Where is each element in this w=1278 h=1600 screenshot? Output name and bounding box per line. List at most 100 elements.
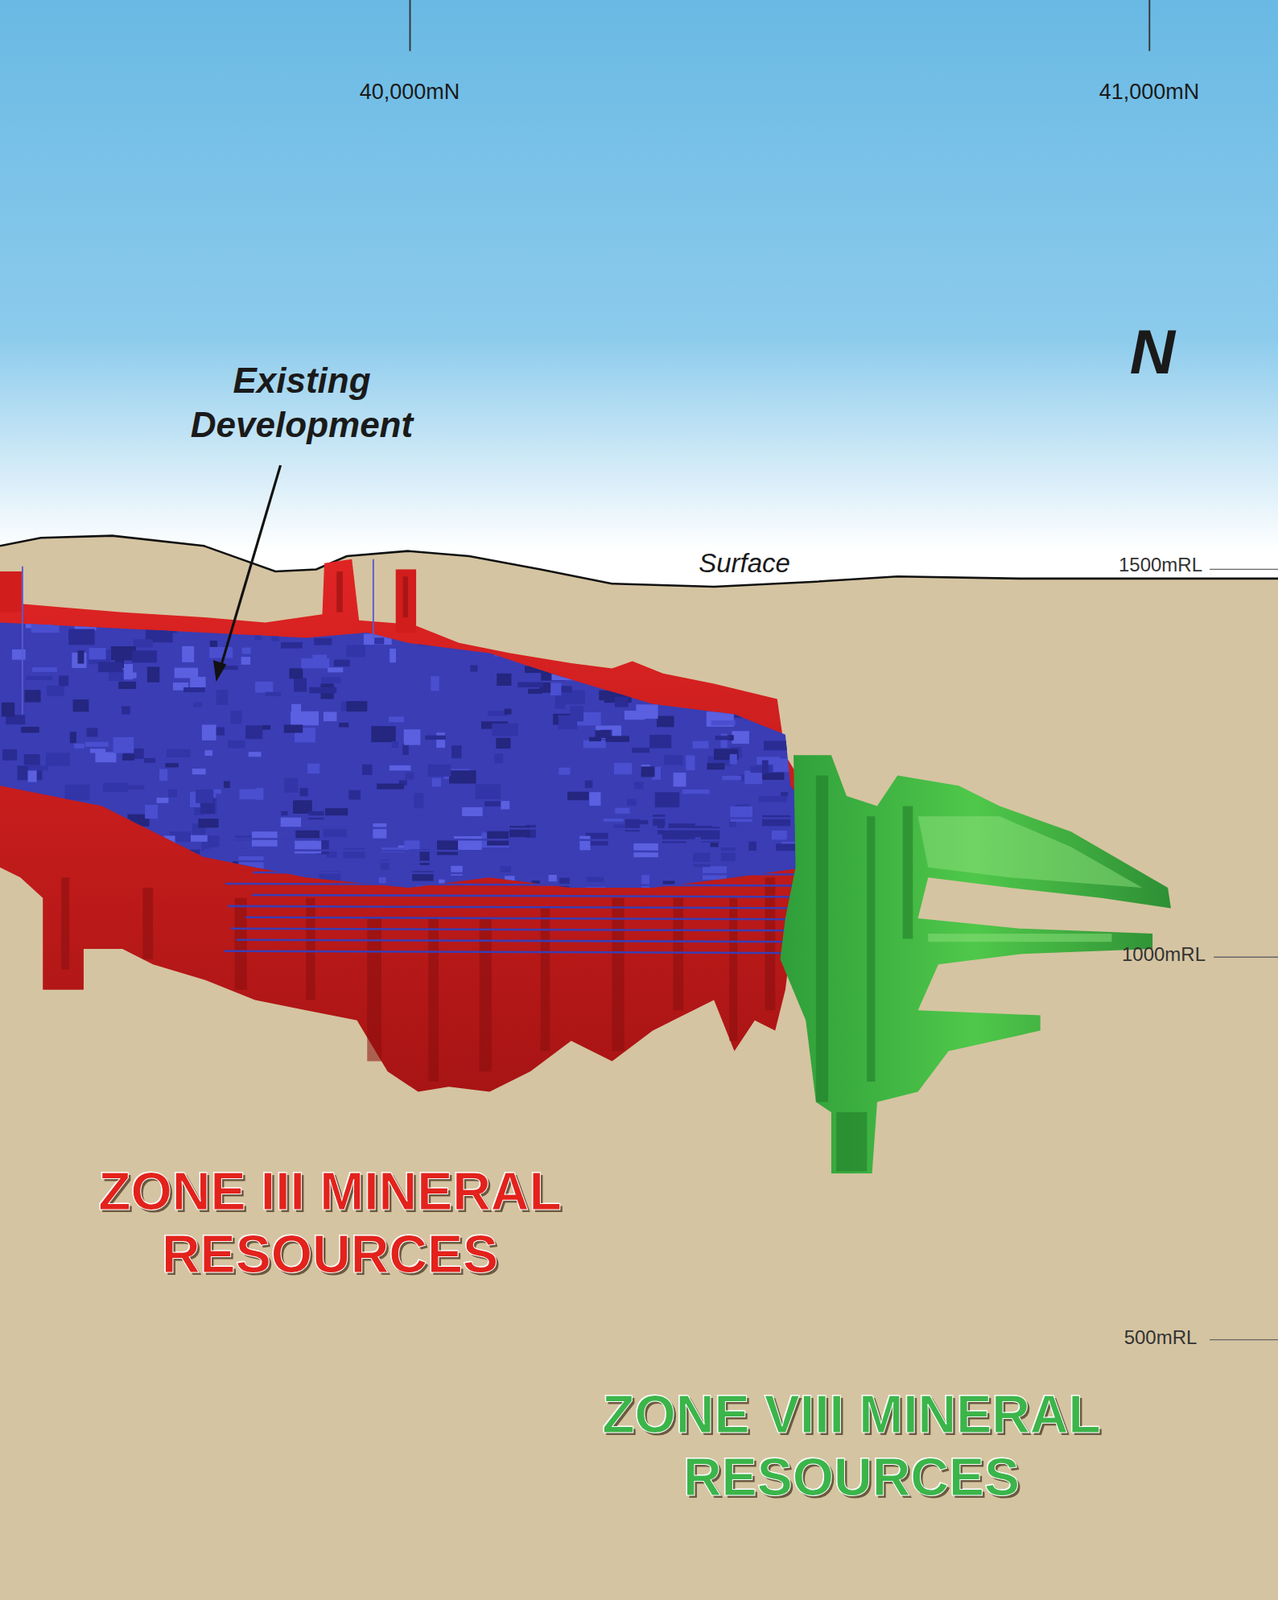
development-block <box>408 620 428 634</box>
development-block <box>103 783 128 792</box>
development-block <box>94 752 116 763</box>
development-block <box>692 620 708 631</box>
development-block <box>123 863 132 875</box>
development-block <box>762 815 791 826</box>
development-block <box>164 835 176 851</box>
development-block <box>641 766 656 777</box>
development-block <box>722 659 730 675</box>
development-block <box>635 704 658 719</box>
development-block <box>420 897 435 912</box>
development-block <box>362 764 372 776</box>
development-block <box>197 818 219 828</box>
development-block <box>376 613 395 622</box>
development-block <box>710 720 735 726</box>
development-block <box>607 890 625 895</box>
rl-label: 500mRL <box>1124 1326 1198 1349</box>
rl-tick <box>1209 1339 1278 1340</box>
development-block <box>474 783 501 799</box>
development-block <box>248 751 262 757</box>
development-block <box>453 836 483 852</box>
development-block <box>58 675 69 686</box>
development-block <box>632 685 656 696</box>
development-block <box>721 775 741 780</box>
development-block <box>750 715 765 721</box>
development-block <box>505 639 522 651</box>
development-block <box>333 659 351 667</box>
development-level <box>252 872 809 875</box>
zone-label: ZONE VIII MINERAL RESOURCES <box>505 1383 1198 1509</box>
surface-line <box>0 535 1278 587</box>
development-block <box>721 847 736 862</box>
development-block <box>748 841 757 851</box>
development-block <box>280 642 303 649</box>
development-block <box>398 614 409 630</box>
development-block <box>2 749 17 761</box>
development-block <box>631 747 650 753</box>
development-block <box>38 831 56 839</box>
development-block <box>496 673 512 686</box>
development-block <box>721 733 728 748</box>
development-block <box>34 872 63 879</box>
development-block <box>813 731 838 738</box>
development-block <box>216 689 229 705</box>
development-block <box>414 792 425 809</box>
development-block <box>274 878 289 894</box>
development-block <box>659 694 669 699</box>
development-block <box>495 737 511 749</box>
development-block <box>451 745 462 759</box>
development-block <box>151 852 165 866</box>
development-block <box>756 645 779 658</box>
development-block <box>82 834 109 844</box>
development-block <box>818 742 845 755</box>
leader-line <box>220 465 281 668</box>
development-level <box>245 917 812 920</box>
development-block <box>443 890 452 899</box>
development-block <box>144 861 160 874</box>
development-block <box>771 830 788 842</box>
development-block <box>603 643 627 657</box>
development-block <box>729 806 753 822</box>
development-block <box>371 725 396 743</box>
development-block <box>32 667 58 672</box>
development-block <box>45 752 71 766</box>
development-block <box>239 789 258 800</box>
development-block <box>325 808 348 816</box>
development-block <box>584 616 596 623</box>
development-block <box>338 722 349 728</box>
development-block <box>626 798 636 805</box>
development-block <box>209 647 233 659</box>
development-block <box>682 789 710 794</box>
development-block <box>404 839 420 850</box>
development-block <box>692 677 712 689</box>
development-block <box>670 628 693 635</box>
development-block <box>457 618 472 628</box>
development-block <box>376 783 405 790</box>
development-block <box>309 687 337 694</box>
development-block <box>408 626 421 638</box>
development-block <box>484 800 502 806</box>
development-block <box>28 770 38 782</box>
development-block <box>710 842 719 847</box>
development-block <box>586 876 604 883</box>
development-block <box>346 645 366 658</box>
development-block <box>731 730 749 744</box>
development-block <box>500 800 510 809</box>
development-block <box>707 762 726 770</box>
development-block <box>118 681 137 689</box>
development-block <box>824 616 832 623</box>
development-block <box>795 642 813 658</box>
development-block <box>227 740 246 749</box>
development-block <box>780 791 788 796</box>
development-block <box>614 808 630 814</box>
development-block <box>819 733 847 746</box>
development-level <box>224 951 814 954</box>
northing-label: 41,000mN <box>1099 79 1200 105</box>
development-block <box>402 743 409 755</box>
ground <box>0 535 1278 1600</box>
development-block <box>86 616 96 631</box>
development-block <box>327 667 343 672</box>
rl-tick <box>1209 568 1278 570</box>
development-block <box>436 839 458 856</box>
development-block <box>70 731 77 743</box>
